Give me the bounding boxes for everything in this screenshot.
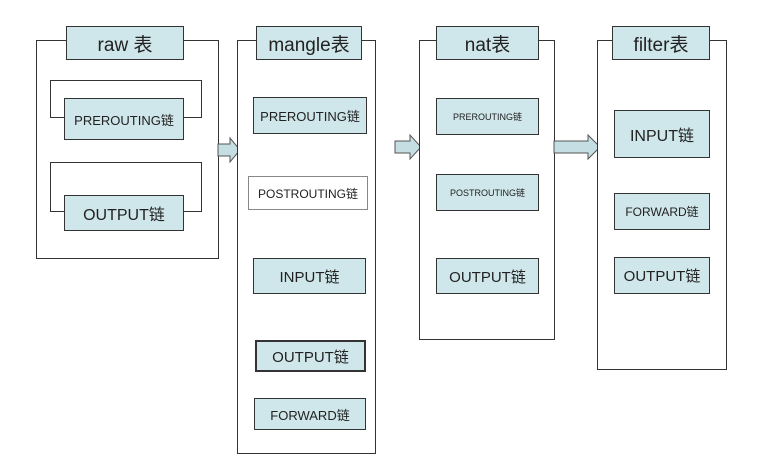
mangle-chain-postrouting: POSTROUTING链 <box>248 176 368 210</box>
nat-table-title: nat表 <box>436 26 539 60</box>
mangle-chain-prerouting: PREROUTING链 <box>253 97 367 134</box>
filter-chain-input: INPUT链 <box>614 110 710 158</box>
raw-table-title: raw 表 <box>66 26 184 60</box>
flow-arrow-nat-to-filter <box>553 133 601 161</box>
raw-chain-prerouting: PREROUTING链 <box>64 98 184 140</box>
filter-chain-forward: FORWARD链 <box>614 193 710 230</box>
flow-arrow-raw-to-mangle <box>217 136 241 164</box>
nat-chain-postrouting: POSTROUTING链 <box>436 174 539 211</box>
nat-chain-output: OUTPUT链 <box>436 258 539 294</box>
mangle-table-title: mangle表 <box>256 26 362 60</box>
mangle-chain-output: OUTPUT链 <box>255 340 366 372</box>
filter-chain-output: OUTPUT链 <box>614 257 710 294</box>
mangle-chain-forward: FORWARD链 <box>254 398 366 430</box>
filter-table-title: filter表 <box>612 26 710 60</box>
raw-chain-output: OUTPUT链 <box>64 195 184 231</box>
flow-arrow-mangle-to-nat <box>394 133 422 161</box>
nat-chain-prerouting: PREROUTING链 <box>436 98 539 135</box>
mangle-chain-input: INPUT链 <box>253 258 366 294</box>
